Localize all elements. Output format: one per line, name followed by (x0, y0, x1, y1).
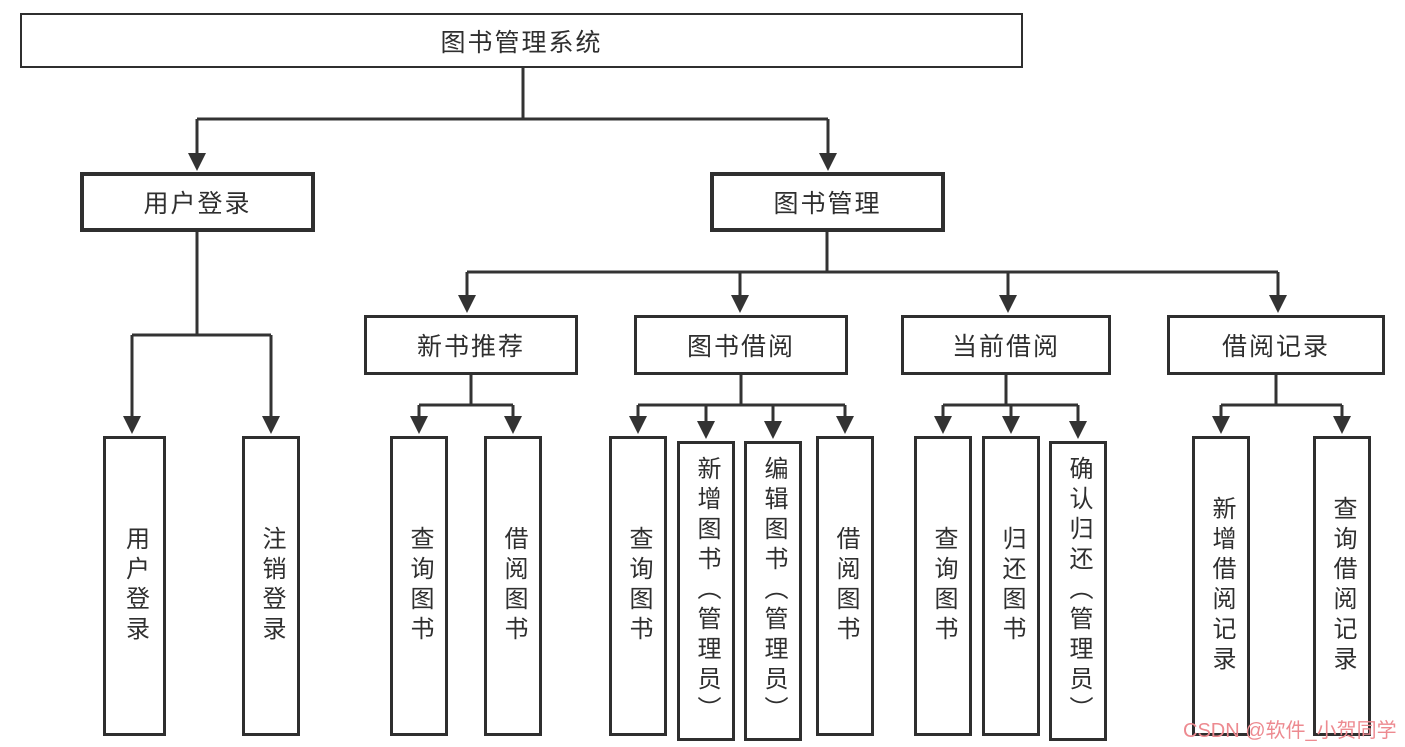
node-user-login: 用户登录 (80, 172, 315, 232)
leaf-edit-book-admin: 编辑图书（管理员） (744, 441, 802, 741)
leaf-confirm-return-admin: 确认归还（管理员） (1049, 441, 1107, 741)
connector-borrow-records-to-leaves (1212, 375, 1351, 434)
node-book-borrow: 图书借阅 (634, 315, 848, 375)
node-current-borrow: 当前借阅 (901, 315, 1111, 375)
leaf-return-book: 归还图书 (982, 436, 1040, 736)
leaf-add-borrow-record: 新增借阅记录 (1192, 436, 1250, 736)
node-new-book-recommend: 新书推荐 (364, 315, 578, 375)
node-root-system: 图书管理系统 (20, 13, 1023, 68)
node-borrow-records: 借阅记录 (1167, 315, 1385, 375)
leaf-query-borrow-record: 查询借阅记录 (1313, 436, 1371, 736)
leaf-query-books-borrow: 查询图书 (609, 436, 667, 736)
leaf-borrow-books-borrow: 借阅图书 (816, 436, 874, 736)
connector-book-management-to-level3 (458, 232, 1287, 313)
node-book-management: 图书管理 (710, 172, 945, 232)
connector-root-to-level2 (188, 68, 837, 171)
connector-current-borrow-to-leaves (934, 375, 1087, 439)
leaf-query-books-current: 查询图书 (914, 436, 972, 736)
leaf-add-book-admin: 新增图书（管理员） (677, 441, 735, 741)
connector-new-book-recommend-to-leaves (410, 375, 522, 434)
leaf-logout: 注销登录 (242, 436, 300, 736)
connector-book-borrow-to-leaves (629, 375, 854, 439)
leaf-user-login: 用户登录 (103, 436, 166, 736)
connector-user-login-to-leaves (123, 232, 280, 434)
leaf-borrow-books-recommend: 借阅图书 (484, 436, 542, 736)
leaf-query-books-recommend: 查询图书 (390, 436, 448, 736)
watermark-text: CSDN @软件_小贺同学 (1183, 720, 1397, 742)
